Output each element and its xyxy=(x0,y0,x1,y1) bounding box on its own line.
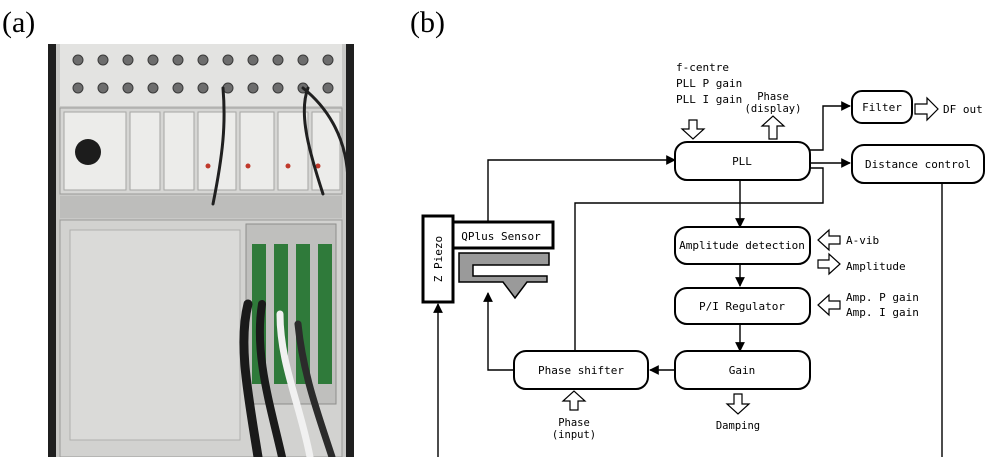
qplus-tuning-fork xyxy=(458,252,550,300)
panel-label-a: (a) xyxy=(2,6,36,39)
df-out-arrow xyxy=(914,96,939,122)
phase-input-arrow xyxy=(561,390,587,411)
qplus-sensor-frame xyxy=(451,220,555,250)
pll-block xyxy=(674,141,811,181)
z-piezo-block xyxy=(421,214,455,304)
damping-arrow xyxy=(725,393,751,415)
amplitude-label: Amplitude xyxy=(846,260,906,273)
amplitude-detection-block xyxy=(674,226,811,265)
pll-p-gain-label: PLL P gain xyxy=(676,77,742,90)
amplitude-detection-label: Amplitude detection xyxy=(679,239,805,252)
amp-i-gain-label: Amp. I gain xyxy=(846,306,919,319)
distance-control-block xyxy=(851,144,985,184)
qplus-sensor-label: QPlus Sensor xyxy=(461,230,541,243)
phase-shifter-label: Phase shifter xyxy=(538,364,624,377)
gain-block xyxy=(674,350,811,390)
phase-input-label-line1: Phase xyxy=(558,417,590,429)
sensor-to-pll-line xyxy=(487,155,676,240)
df-out-label: DF out xyxy=(943,103,983,116)
gain-label: Gain xyxy=(729,364,756,377)
pll-to-filter-line xyxy=(810,101,851,151)
pll-inputs-arrow xyxy=(680,119,706,140)
a-vib-arrow xyxy=(817,228,841,252)
amp-gains-arrow xyxy=(817,293,841,317)
amp-p-gain-label: Amp. P gain xyxy=(846,291,919,304)
pll-label: PLL xyxy=(732,155,752,168)
filter-block xyxy=(851,90,913,124)
phase-display-label-line2: (display) xyxy=(745,103,802,115)
f-centre-label: f-centre xyxy=(676,61,729,74)
pi-regulator-label: P/I Regulator xyxy=(699,300,785,313)
panel-label-b: (b) xyxy=(410,6,445,39)
distance-control-label: Distance control xyxy=(865,158,971,171)
damping-label: Damping xyxy=(716,420,760,432)
phase-shifter-block xyxy=(513,350,649,390)
amplitude-arrow xyxy=(817,252,841,276)
phase-display-label-line1: Phase xyxy=(757,91,789,103)
pll-to-phase-shifter-line xyxy=(574,167,824,355)
phase-shifter-to-sensor-line xyxy=(483,292,514,371)
pll-i-gain-label: PLL I gain xyxy=(676,93,742,106)
z-piezo-label: Z Piezo xyxy=(432,236,445,282)
filter-label: Filter xyxy=(862,101,902,114)
phase-input-label-line2: (input) xyxy=(552,429,596,441)
electronics-rack-photo xyxy=(48,44,354,457)
pi-regulator-block xyxy=(674,287,811,325)
a-vib-label: A-vib xyxy=(846,234,879,247)
phase-display-arrow xyxy=(760,115,786,140)
